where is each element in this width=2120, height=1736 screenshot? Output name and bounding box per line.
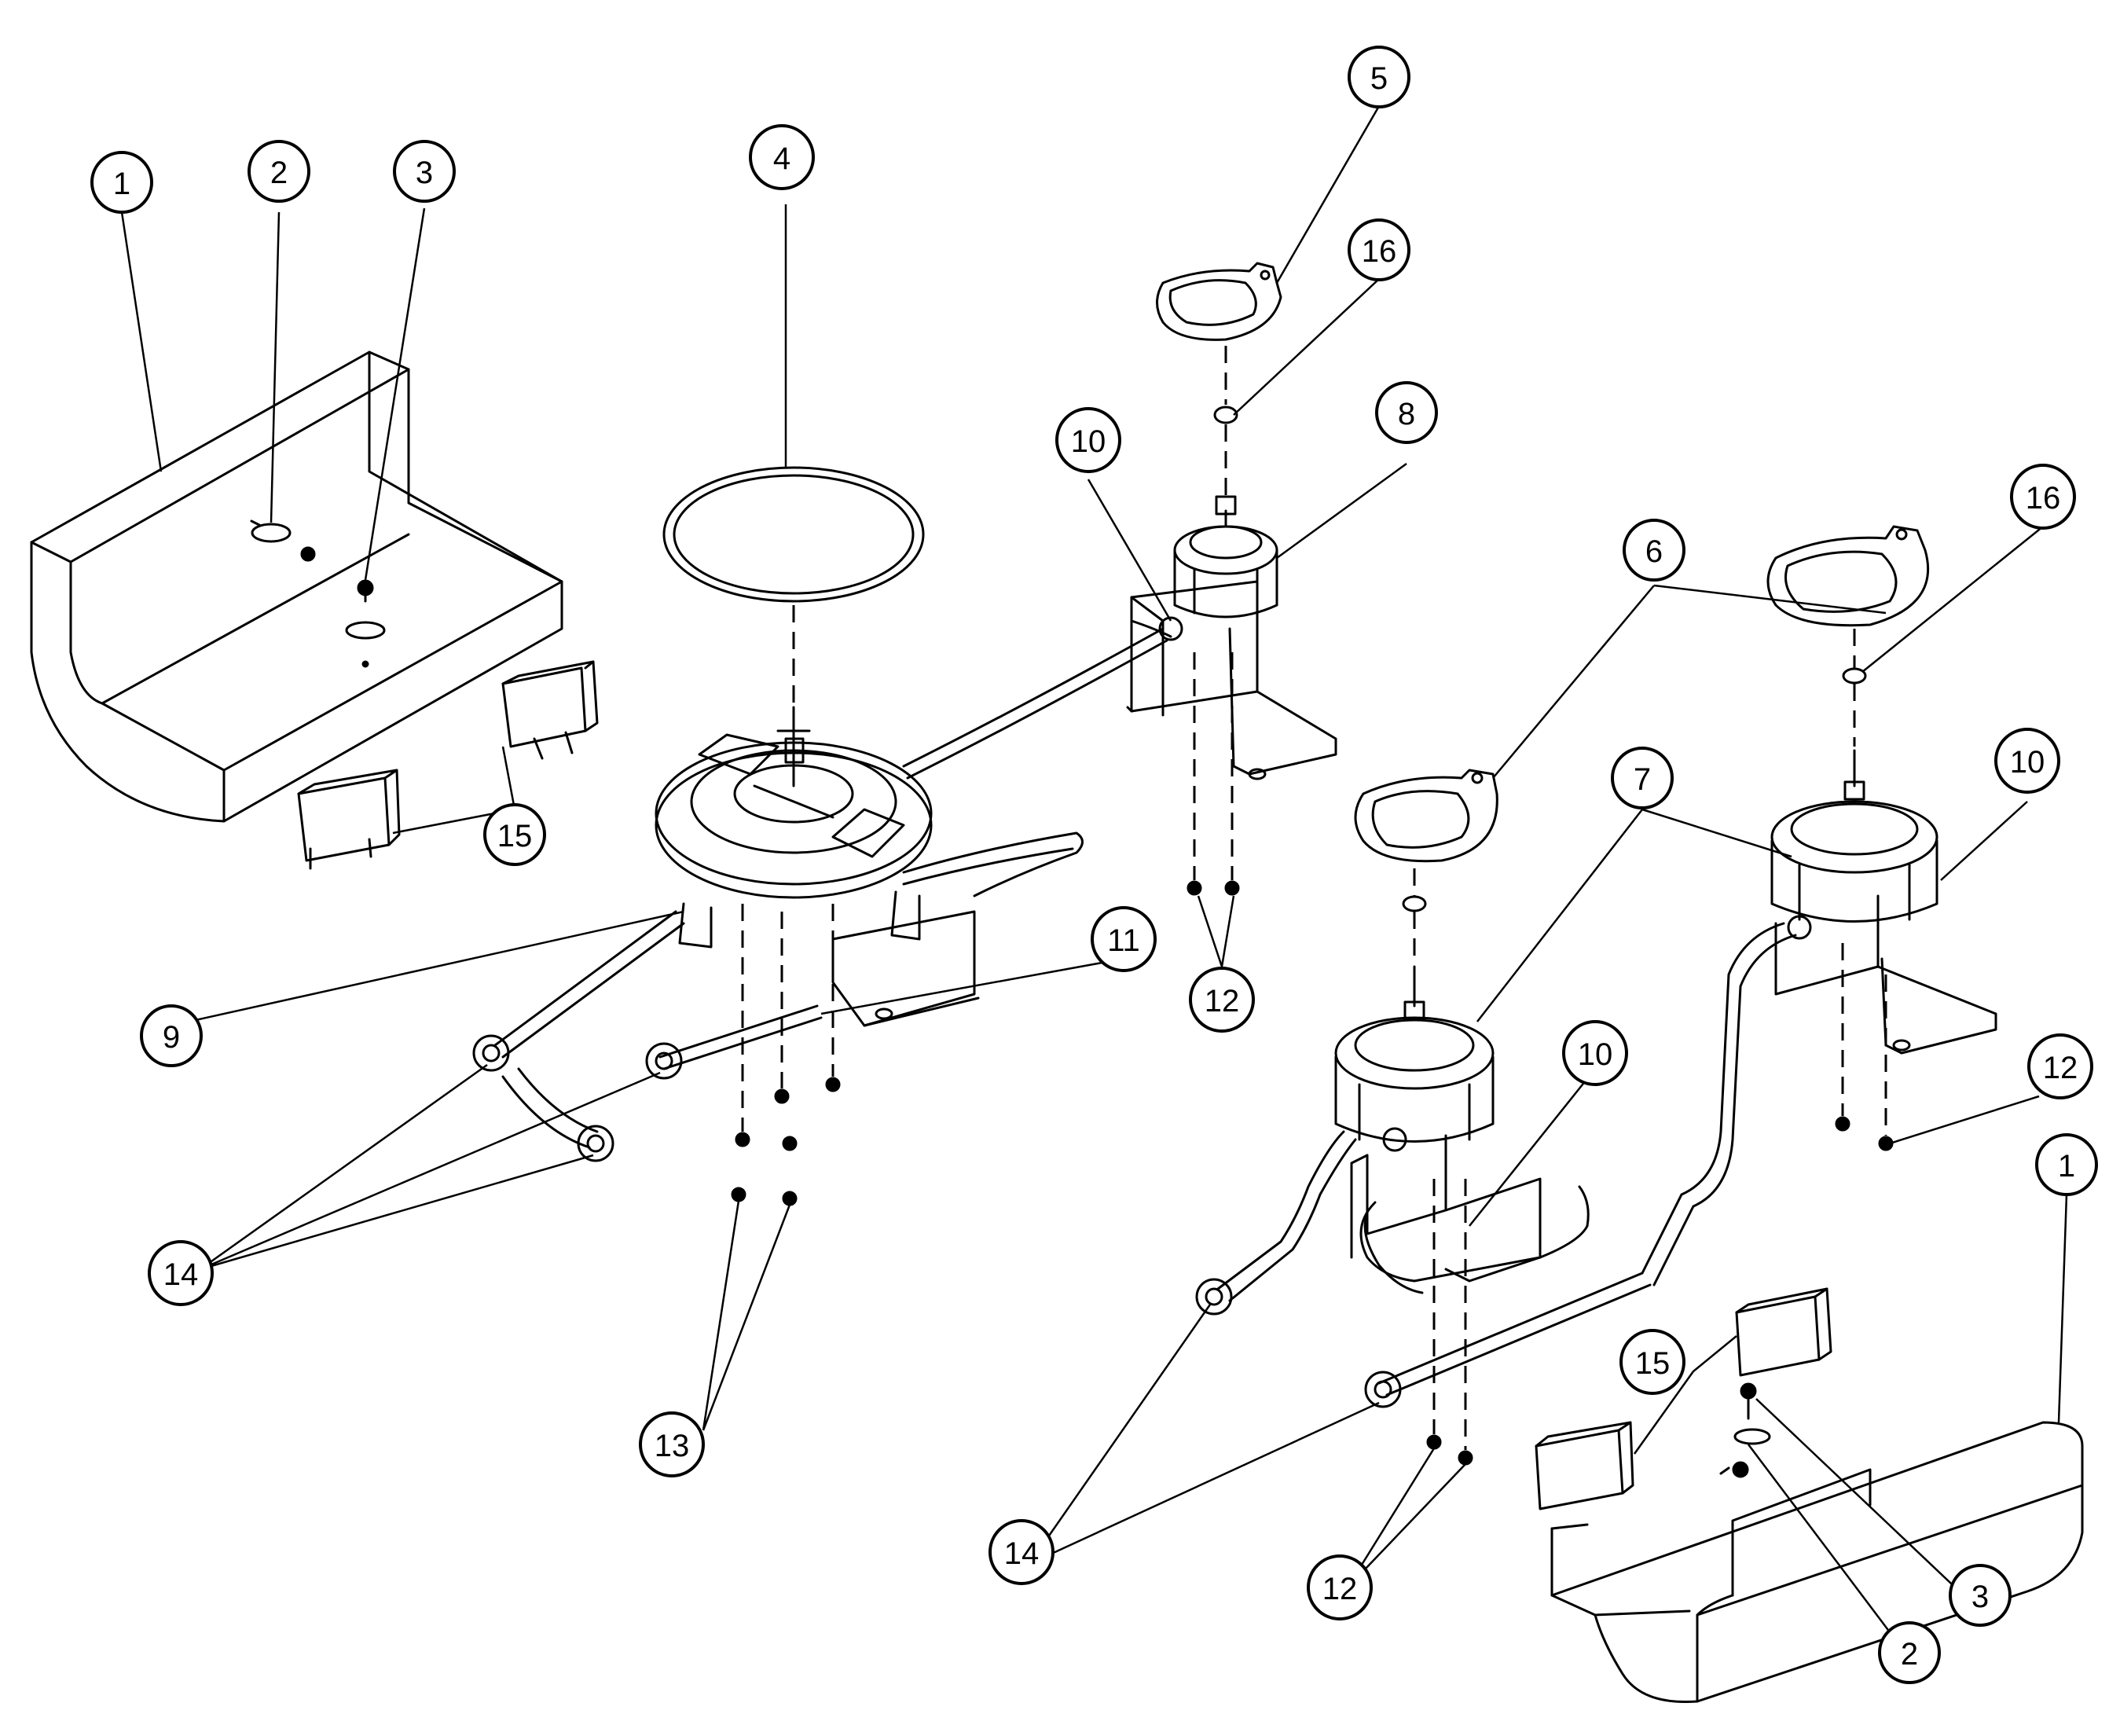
callout-11: 11: [1107, 923, 1140, 958]
callout-3-right: 3: [1971, 1580, 1989, 1614]
screws: [731, 880, 1894, 1466]
callout-12-right: 12: [2043, 1051, 2078, 1085]
gas-tubes-middle: [1216, 1130, 1652, 1397]
panel-right: [1550, 1421, 2084, 1704]
callout-1-left: 1: [113, 167, 130, 201]
callouts: [90, 46, 2098, 1684]
callout-10-upper: 10: [1071, 424, 1106, 459]
screw-washer-left: [250, 519, 386, 668]
gasket-right: [1766, 525, 1930, 627]
callout-1-right: 1: [2058, 1149, 2075, 1184]
callout-10-right: 10: [2010, 745, 2045, 780]
callout-15-left: 15: [497, 819, 533, 853]
spark-module-left: [297, 660, 599, 870]
callout-15-right: 15: [1635, 1346, 1671, 1381]
callout-8: 8: [1398, 397, 1415, 431]
callout-6: 6: [1645, 534, 1663, 569]
callout-2-right: 2: [1901, 1637, 1918, 1672]
gasket-upper: [1156, 262, 1282, 341]
callout-10-middle: 10: [1578, 1037, 1613, 1072]
assembly-axes: [741, 346, 1887, 1450]
screw-washer-right: [1719, 1382, 1771, 1478]
callout-13: 13: [655, 1429, 690, 1463]
burner-valve-right: [1770, 749, 1997, 1055]
callout-2-left: 2: [270, 156, 288, 190]
spark-module-right: [1535, 1287, 1832, 1510]
callout-9: 9: [163, 1020, 180, 1055]
o-ring-right: [1842, 667, 1867, 684]
nuts-left: [472, 1034, 683, 1162]
o-ring-middle: [1402, 895, 1427, 912]
callout-14-left: 14: [163, 1257, 199, 1292]
o-ring-upper: [1213, 406, 1238, 424]
leader-lines: [120, 105, 2068, 1659]
main-burner-bracket: [831, 910, 980, 1027]
callout-12-upper: 12: [1205, 984, 1240, 1018]
nuts-middle: [1195, 1278, 1402, 1408]
callout-4: 4: [773, 141, 790, 176]
callout-7: 7: [1634, 762, 1651, 797]
callout-5: 5: [1370, 61, 1388, 96]
callout-12-lower: 12: [1322, 1572, 1358, 1606]
callout-14-right: 14: [1004, 1536, 1040, 1571]
main-burner: [655, 706, 933, 949]
gasket-middle: [1354, 769, 1498, 863]
ring-gasket: [662, 466, 925, 603]
callout-labels: 1 2 3 4 5 16 10 8 6 16 15 7 10 11 12 9 1…: [113, 61, 2078, 1672]
panel-left: [30, 351, 563, 823]
callout-3-left: 3: [416, 156, 433, 190]
burner-valve-middle: [1334, 965, 1542, 1283]
callout-16-right: 16: [2026, 481, 2061, 516]
gas-tube-right: [1641, 922, 1797, 1286]
callout-16-upper: 16: [1362, 234, 1397, 269]
